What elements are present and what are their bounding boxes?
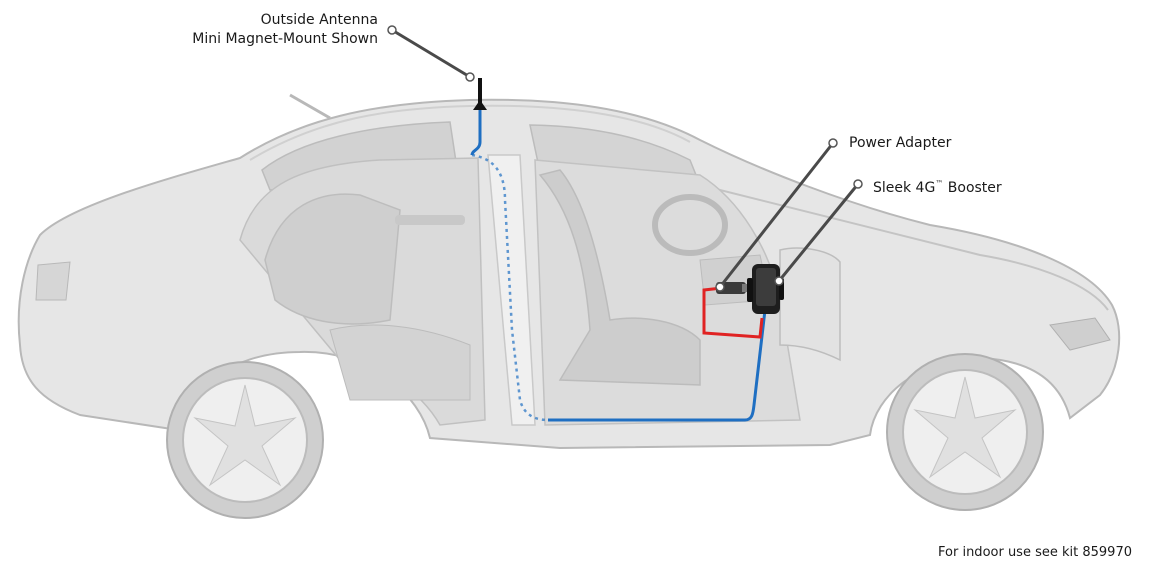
adapter-target-dot xyxy=(715,282,725,292)
footnote: For indoor use see kit 859970 xyxy=(938,545,1132,560)
booster-suffix: Booster xyxy=(943,180,1002,196)
antenna-callout-dot xyxy=(387,25,397,35)
antenna-cable xyxy=(470,110,767,422)
rear-wheel xyxy=(166,361,324,519)
power-cable xyxy=(702,286,764,339)
antenna-label-line2: Mini Magnet-Mount Shown xyxy=(192,31,378,47)
trademark-symbol: ™ xyxy=(935,179,944,188)
adapter-callout-dot xyxy=(828,138,838,148)
rear-interior xyxy=(239,157,486,426)
booster-cradle-icon xyxy=(747,264,784,314)
antenna-icon xyxy=(473,78,487,110)
leader-lines xyxy=(387,25,863,292)
booster-callout-dot xyxy=(853,179,863,189)
front-wheel xyxy=(886,353,1044,511)
antenna-label-line1: Outside Antenna xyxy=(260,12,378,28)
power-adapter-label: Power Adapter xyxy=(849,135,952,151)
booster-name: Sleek 4G xyxy=(873,180,936,196)
antenna-target-dot xyxy=(465,72,475,82)
booster-target-dot xyxy=(774,276,784,286)
booster-label: Sleek 4G™ Booster xyxy=(873,175,1002,197)
b-pillar xyxy=(487,154,536,426)
